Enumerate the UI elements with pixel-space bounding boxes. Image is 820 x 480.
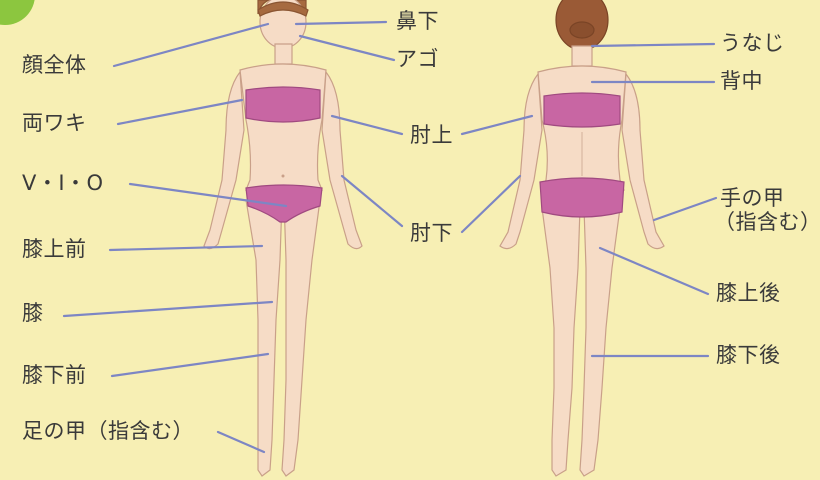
- back-neck: [572, 46, 592, 66]
- back-left-leg: [542, 208, 580, 476]
- leader-foot: [218, 432, 264, 452]
- label-foot: 足の甲（指含む）: [22, 420, 194, 443]
- front-left-leg: [246, 200, 282, 476]
- leader-face: [114, 24, 268, 66]
- label-front-shin: 膝下前: [22, 364, 87, 387]
- leader-nape: [592, 44, 714, 46]
- front-top-garment: [246, 87, 320, 122]
- back-left-arm: [500, 74, 542, 249]
- leader-nose: [296, 22, 386, 24]
- back-briefs-garment: [540, 178, 624, 217]
- label-knee: 膝: [22, 302, 44, 325]
- back-figure: [500, 0, 664, 476]
- front-right-arm: [322, 72, 362, 249]
- green-blob-decoration: [0, 0, 35, 25]
- label-chin: アゴ: [396, 48, 439, 71]
- label-hand: 手の甲 （指含む）: [720, 186, 820, 234]
- label-face: 顔全体: [22, 54, 87, 77]
- leader-upper-arm-front: [332, 116, 402, 134]
- label-back: 背中: [720, 70, 763, 93]
- leader-upper-arm-back: [462, 116, 532, 134]
- leader-hand: [654, 198, 716, 220]
- label-lower-arm: 肘下: [410, 222, 453, 245]
- front-figure: [204, 0, 362, 476]
- leader-knee: [64, 302, 272, 316]
- leader-front-shin: [112, 354, 268, 376]
- front-left-arm: [204, 72, 244, 249]
- front-neck: [275, 44, 292, 64]
- leader-chin: [300, 36, 394, 60]
- label-hand-line2: （指含む）: [714, 210, 820, 234]
- front-right-leg: [282, 200, 320, 476]
- back-top-garment: [544, 93, 620, 127]
- label-back-thigh: 膝上後: [716, 282, 781, 305]
- back-right-arm: [622, 74, 664, 249]
- label-front-thigh: 膝上前: [22, 238, 87, 261]
- leader-front-thigh: [110, 246, 262, 250]
- label-underarms: 両ワキ: [22, 112, 87, 135]
- label-nose: 鼻下: [396, 10, 439, 33]
- leader-back-thigh: [600, 248, 708, 294]
- label-nape: うなじ: [720, 32, 785, 55]
- front-torso: [240, 64, 326, 190]
- label-vio: V・I・O: [22, 172, 104, 195]
- label-hand-line1: 手の甲: [720, 186, 820, 210]
- label-upper-arm: 肘上: [410, 124, 453, 147]
- label-back-shin: 膝下後: [716, 344, 781, 367]
- leader-underarms: [118, 100, 242, 124]
